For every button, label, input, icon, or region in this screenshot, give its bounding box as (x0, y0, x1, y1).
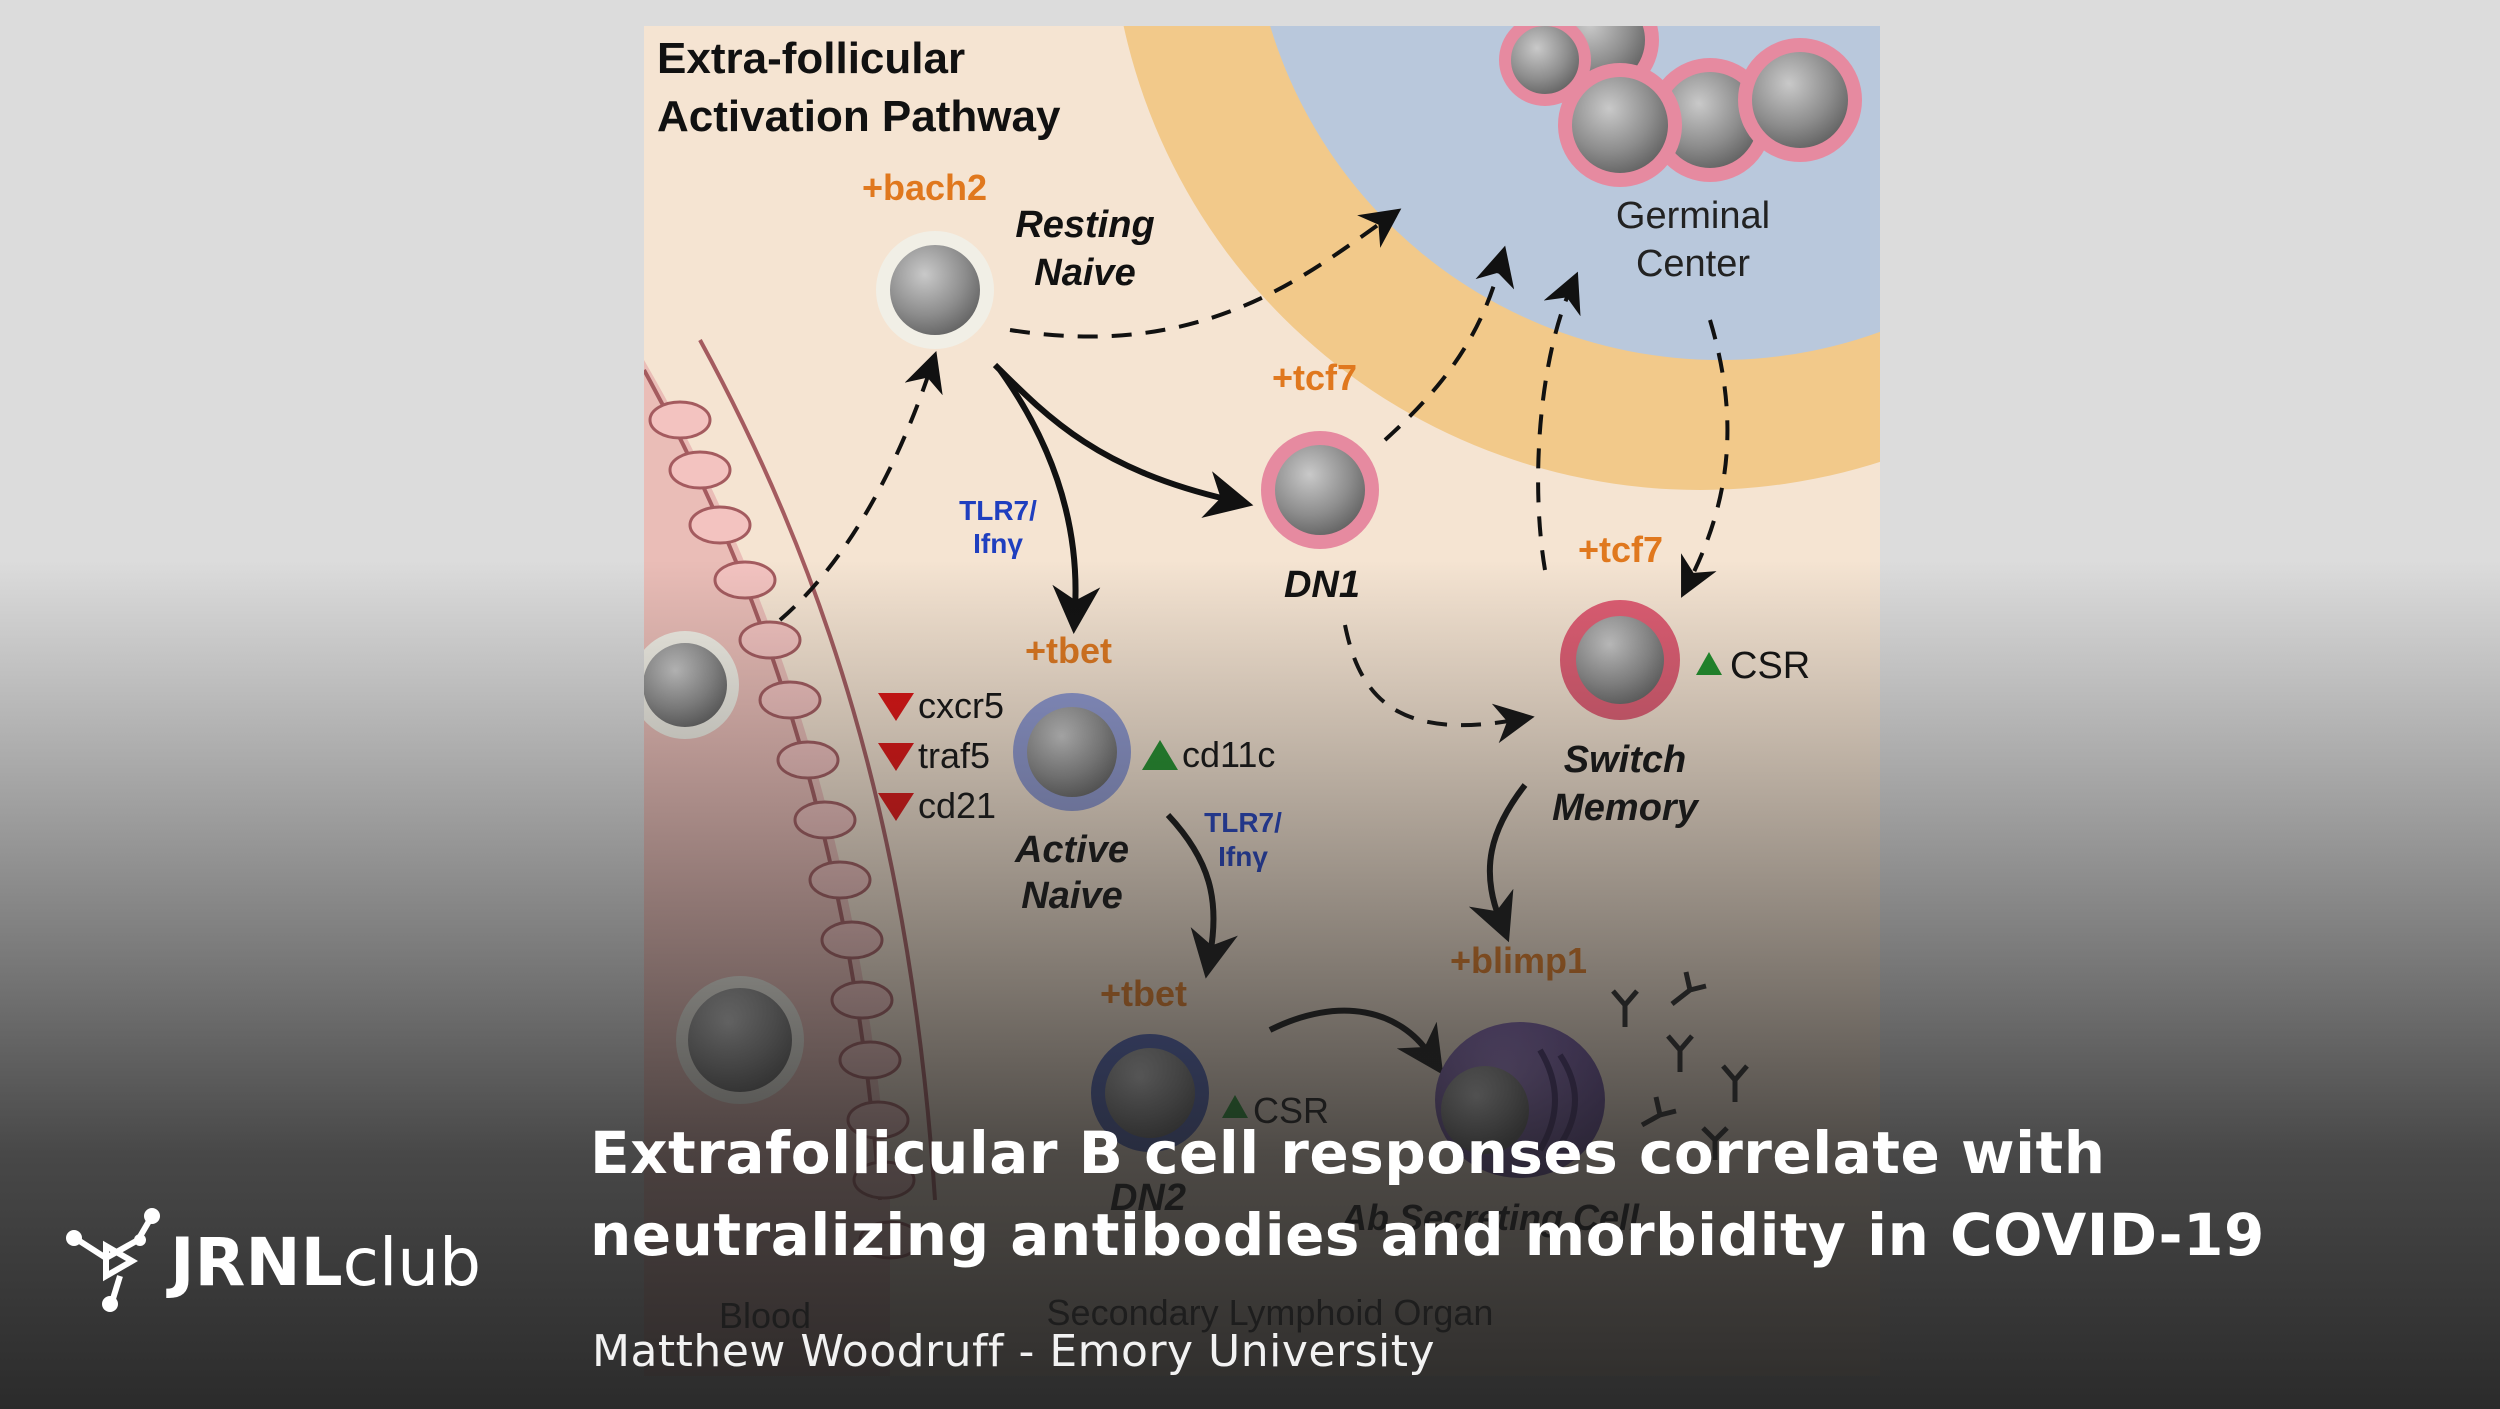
jrnlclub-logo: JRNLclub (60, 1200, 520, 1320)
tlr-label-2-line1: TLR7/ (1204, 807, 1282, 838)
tlr-label-1-line2: Ifnγ (973, 528, 1023, 559)
gene-label-tbet-dn2: +tbet (1100, 973, 1187, 1014)
resting-naive-label-line2: Naive (1034, 252, 1135, 294)
figure-title-line1: Extra-follicular (657, 34, 965, 83)
dn1-cell (1261, 431, 1379, 549)
germinal-center-cells (1499, 26, 1862, 187)
resting-naive-cell (876, 231, 994, 349)
active-naive-cell (1013, 693, 1131, 811)
active-naive-label-line2: Naive (1021, 875, 1122, 917)
gene-label-bach2: +bach2 (862, 167, 987, 208)
headline-line1: Extrafollicular B cell responses correla… (590, 1119, 2106, 1187)
switch-memory-label-line1: Switch (1564, 739, 1686, 781)
logo-wordmark: JRNLclub (170, 1224, 482, 1301)
up-marker-cd11c: cd11c (1182, 734, 1275, 775)
germinal-center-label-line1: Germinal (1616, 195, 1770, 237)
resting-naive-label-line1: Resting (1015, 204, 1154, 246)
gene-label-tcf7-dn1: +tcf7 (1272, 357, 1357, 398)
figure-title-line2: Activation Pathway (657, 92, 1061, 141)
down-marker-cd21: cd21 (918, 785, 996, 826)
video-headline: Extrafollicular B cell responses correla… (590, 1112, 2450, 1276)
headline-line2: neutralizing antibodies and morbidity in… (590, 1201, 2265, 1269)
gene-label-blimp1: +blimp1 (1450, 940, 1587, 981)
molecule-logo-icon (66, 1208, 160, 1312)
dn1-label: DN1 (1284, 564, 1360, 606)
down-marker-cxcr5: cxcr5 (918, 685, 1004, 726)
author-byline: Matthew Woodruff - Emory University (592, 1326, 1436, 1377)
switch-memory-label-line2: Memory (1552, 787, 1700, 829)
gene-label-tbet-active: +tbet (1025, 630, 1112, 671)
tlr-label-1-line1: TLR7/ (959, 495, 1037, 526)
csr-label-memory: CSR (1730, 645, 1810, 687)
active-naive-label-line1: Active (1014, 829, 1129, 871)
blood-cell-migrating (644, 631, 739, 739)
germinal-center-label-line2: Center (1636, 243, 1750, 285)
tlr-label-2-line2: Ifnγ (1218, 841, 1268, 872)
blood-cell (676, 976, 804, 1104)
switch-memory-cell (1560, 600, 1680, 720)
gene-label-tcf7-memory: +tcf7 (1578, 529, 1663, 570)
down-marker-traf5: traf5 (918, 735, 990, 776)
